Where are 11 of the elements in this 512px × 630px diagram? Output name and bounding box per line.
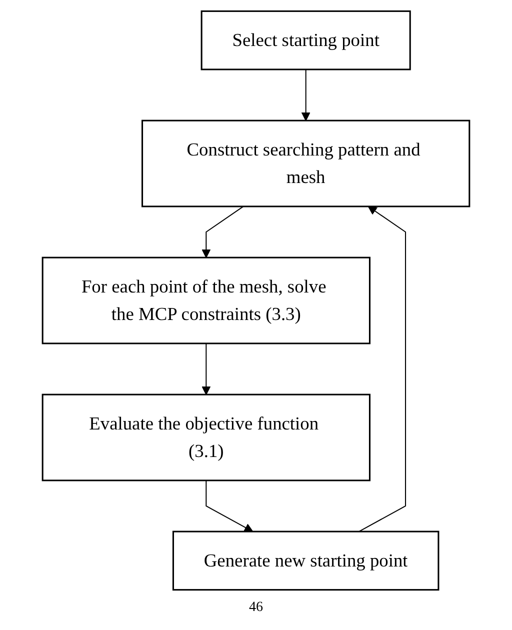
arrow <box>206 480 254 532</box>
node-box: Construct searching pattern and mesh <box>142 119 470 207</box>
node-box: Evaluate the objective function (3.1) <box>42 393 370 481</box>
arrow <box>202 342 211 394</box>
arrow <box>301 68 310 120</box>
arrow <box>358 206 406 532</box>
arrow <box>202 206 244 258</box>
node-box: Generate new starting point <box>172 530 440 590</box>
node-box: For each point of the mesh, solve the MCP constraints (3.3) <box>42 256 370 344</box>
node-box: Select starting point <box>200 10 411 70</box>
page-number: 46 <box>249 600 263 615</box>
